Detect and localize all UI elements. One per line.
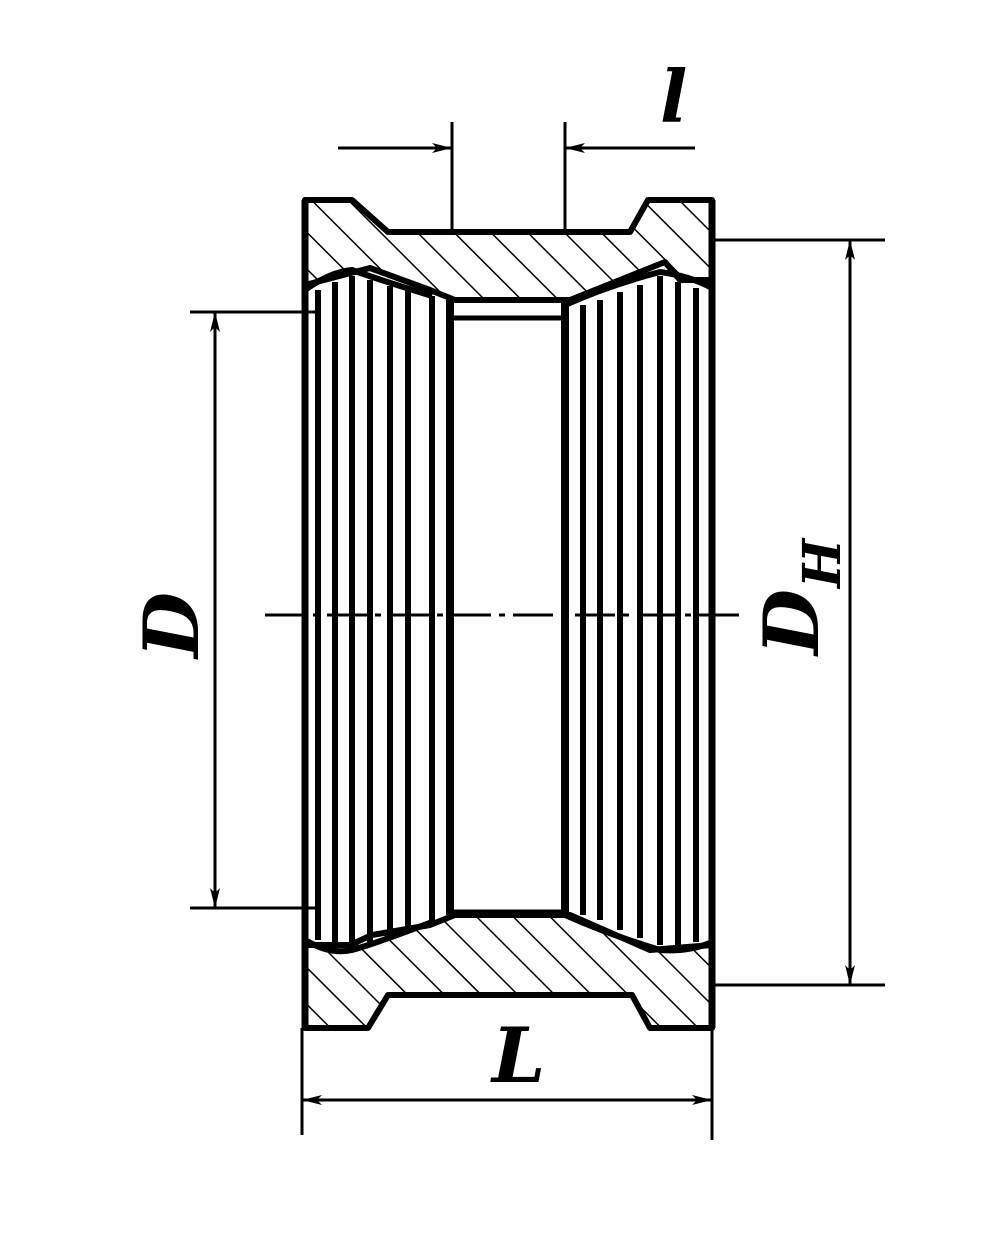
top-wall-section (302, 197, 715, 303)
label-DH-sub: H (792, 537, 853, 590)
label-DH-main: D (747, 589, 836, 657)
dimension-l (338, 122, 695, 232)
label-L: L (490, 1011, 545, 1100)
left-thread-lines (303, 266, 435, 955)
label-D: D (127, 592, 216, 660)
dimension-DH (712, 238, 885, 987)
dimension-L (300, 1028, 714, 1140)
label-l: l (660, 54, 687, 139)
dimension-D (190, 310, 320, 910)
right-thread-lines (563, 268, 714, 954)
